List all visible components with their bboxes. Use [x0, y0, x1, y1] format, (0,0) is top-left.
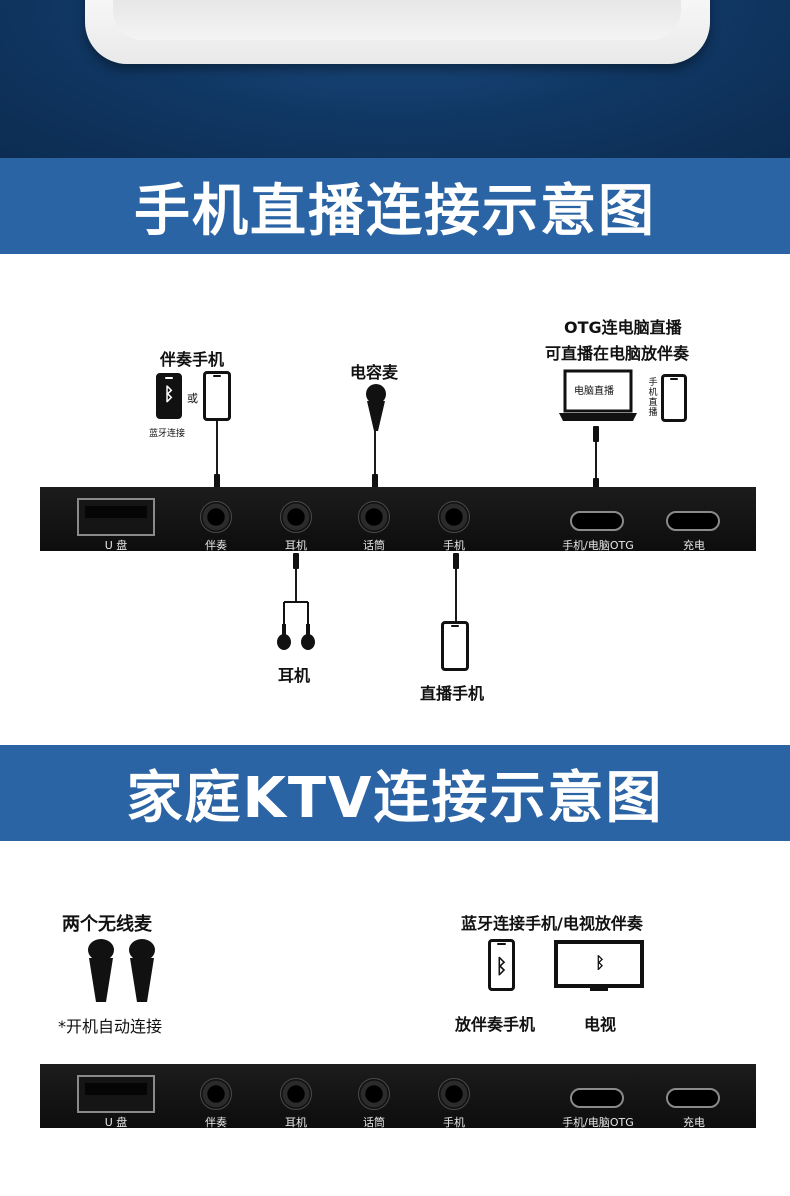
laptop-icon	[559, 369, 637, 421]
phone-jack[interactable]	[438, 501, 470, 533]
port-panel: U 盘 伴奏 耳机 话筒 手机 手机/电脑OTG 充电	[40, 1064, 756, 1129]
ktv-phone-icon: ᛒ	[488, 939, 515, 991]
phone-cable	[455, 569, 457, 621]
earphone-jack[interactable]	[280, 1078, 312, 1110]
earphone-cable	[295, 569, 297, 601]
wireless-mic-icon	[129, 939, 155, 1002]
live-phone-icon	[441, 621, 469, 671]
otg-typec-port[interactable]	[570, 511, 624, 531]
accompaniment-port-label: 伴奏	[205, 1116, 227, 1129]
wired-phone-icon	[203, 371, 231, 421]
accompaniment-phone-label: 伴奏手机	[160, 350, 225, 369]
accompaniment-port-label: 伴奏	[205, 539, 227, 552]
otg-line2-label: 可直播在电脑放伴奏	[545, 344, 690, 363]
earphones-label: 耳机	[278, 666, 311, 685]
bluetooth-icon: ᛒ	[163, 384, 175, 405]
live-phone-small-icon	[661, 374, 687, 422]
accompaniment-jack[interactable]	[200, 501, 232, 533]
device-top-surface	[113, 0, 681, 40]
earphone-jack[interactable]	[280, 501, 312, 533]
charge-port-label: 充电	[683, 539, 705, 552]
port-panel: U 盘 伴奏 耳机 话筒 手机 手机/电脑OTG 充电	[40, 487, 756, 552]
tv-label: 电视	[584, 1015, 617, 1034]
phone-port-label: 手机	[443, 539, 465, 552]
otg-port-label: 手机/电脑OTG	[562, 539, 634, 552]
otg-port-label: 手机/电脑OTG	[562, 1116, 634, 1129]
phone-plug	[453, 553, 459, 569]
usb-port-label: U 盘	[104, 539, 128, 552]
section-title: 家庭KTV连接示意图	[126, 765, 664, 831]
usb-port[interactable]	[77, 1075, 155, 1113]
or-label: 或	[187, 392, 198, 405]
mic-plug	[372, 474, 378, 488]
phone-jack[interactable]	[438, 1078, 470, 1110]
bluetooth-icon: ᛒ	[595, 953, 605, 972]
usb-port[interactable]	[77, 498, 155, 536]
bluetooth-connect-label: 蓝牙连接	[149, 429, 186, 439]
phone-live-vertical-label: 手机直播	[648, 378, 658, 418]
wireless-mic-icon	[88, 939, 114, 1002]
condenser-mic-icon	[366, 384, 386, 431]
mic-jack[interactable]	[358, 1078, 390, 1110]
otg-typec-port[interactable]	[570, 1088, 624, 1108]
earphone-port-label: 耳机	[285, 539, 307, 552]
condenser-mic-label: 电容麦	[350, 363, 399, 382]
accompaniment-cable	[216, 421, 218, 476]
earphone-plug	[293, 553, 299, 569]
bt-phone-tv-label: 蓝牙连接手机/电视放伴奏	[461, 914, 643, 933]
section-title: 手机直播连接示意图	[134, 178, 656, 244]
charge-typec-port[interactable]	[666, 1088, 720, 1108]
mic-port-label: 话筒	[363, 1116, 385, 1129]
live-phone-label: 直播手机	[420, 684, 485, 703]
phone-port-label: 手机	[443, 1116, 465, 1129]
mic-jack[interactable]	[358, 501, 390, 533]
bluetooth-phone-icon: ᛒ	[156, 373, 182, 419]
accompaniment-plug	[214, 474, 220, 488]
otg-cable	[595, 442, 597, 480]
auto-connect-note: *开机自动连接	[58, 1017, 163, 1036]
sound-card-device	[85, 0, 710, 64]
section-banner-home-ktv: 家庭KTV连接示意图	[0, 745, 790, 841]
product-photo	[0, 0, 790, 158]
usb-port-label: U 盘	[104, 1116, 128, 1129]
otg-plug-top	[593, 426, 599, 442]
accompaniment-jack[interactable]	[200, 1078, 232, 1110]
charge-typec-port[interactable]	[666, 511, 720, 531]
otg-line1-label: OTG连电脑直播	[564, 318, 682, 337]
charge-port-label: 充电	[683, 1116, 705, 1129]
mic-port-label: 话筒	[363, 539, 385, 552]
laptop-screen-label: 电脑直播	[574, 386, 614, 397]
section-banner-phone-live: 手机直播连接示意图	[0, 158, 790, 254]
earphone-port-label: 耳机	[285, 1116, 307, 1129]
tv-icon	[554, 940, 644, 991]
mic-cable	[374, 430, 376, 476]
bluetooth-icon: ᛒ	[495, 954, 508, 978]
two-wireless-mics-label: 两个无线麦	[62, 914, 152, 935]
earphones-icon	[277, 601, 315, 650]
ktv-accompaniment-phone-label: 放伴奏手机	[455, 1015, 536, 1034]
